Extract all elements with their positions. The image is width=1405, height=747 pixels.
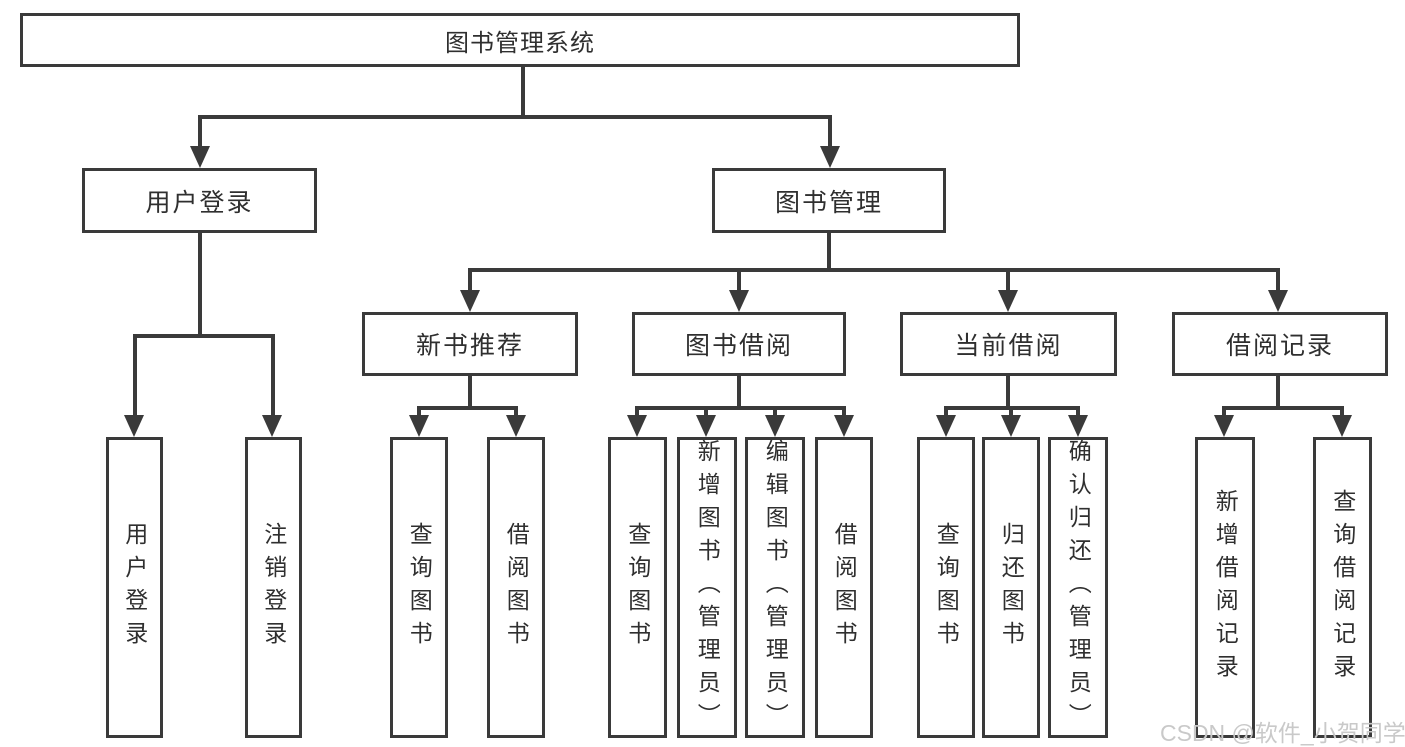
connector-borrow-stem <box>737 376 741 408</box>
connector-leaf-shaft <box>635 406 639 417</box>
node-label: 图书借阅 <box>684 332 793 360</box>
node-book-management: 图书管理 <box>712 168 946 233</box>
arrow-to-borrow-query-books <box>627 415 647 437</box>
connector-borrow-rail <box>635 406 846 410</box>
arrow-to-leaf-logout <box>262 415 282 437</box>
node-borrowing-records: 借阅记录 <box>1172 312 1388 376</box>
connector-user-login-stem <box>198 233 202 336</box>
connector-leaf-shaft <box>514 406 518 417</box>
arrow-to-leaf-user-login <box>124 415 144 437</box>
leaf-label: 编辑图书（管理员） <box>762 439 789 736</box>
arrow-to-borrowing-records <box>1268 290 1288 312</box>
leaf-records-query-borrow-record: 查询借阅记录 <box>1313 437 1372 738</box>
connector-level3-rail <box>468 268 1280 272</box>
node-label: 借阅记录 <box>1225 332 1334 360</box>
connector-book-management-stem <box>827 233 831 270</box>
leaf-current-return-books: 归还图书 <box>982 437 1040 738</box>
node-label: 新书推荐 <box>415 332 524 360</box>
leaf-label: 用户登录 <box>121 521 148 654</box>
connector-leaf-shaft <box>133 334 137 415</box>
arrow-to-current-query-books <box>936 415 956 437</box>
connector-level3-shaft <box>468 268 472 292</box>
leaf-recommend-query-books: 查询图书 <box>390 437 448 738</box>
connector-level3-shaft <box>1006 268 1010 292</box>
connector-leaf-shaft <box>417 406 421 417</box>
node-label: 图书管理 <box>774 188 883 217</box>
arrow-to-new-book-recommendation <box>460 290 480 312</box>
arrow-to-current-confirm-return <box>1068 415 1088 437</box>
arrow-to-borrow-borrow-books <box>834 415 854 437</box>
connector-user-leaves-rail <box>133 334 274 338</box>
leaf-borrow-borrow-books: 借阅图书 <box>815 437 873 738</box>
arrow-to-recommend-borrow-books <box>506 415 526 437</box>
node-user-login: 用户登录 <box>82 168 317 233</box>
arrow-to-records-add-record <box>1214 415 1234 437</box>
connector-leaf-shaft <box>842 406 846 417</box>
leaf-label: 查询图书 <box>933 521 960 654</box>
node-book-borrowing: 图书借阅 <box>632 312 846 376</box>
arrow-to-current-return-books <box>1001 415 1021 437</box>
leaf-label: 确认归还（管理员） <box>1065 439 1092 736</box>
connector-leaf-shaft <box>944 406 948 417</box>
leaf-label: 查询图书 <box>624 521 651 654</box>
leaf-label: 借阅图书 <box>503 521 530 654</box>
connector-records-rail <box>1222 406 1344 410</box>
connector-current-stem <box>1006 376 1010 408</box>
connector-root-stem <box>521 67 525 119</box>
arrow-to-borrow-edit-books <box>765 415 785 437</box>
connector-book-management-shaft <box>828 115 832 146</box>
leaf-borrow-edit-books-admin: 编辑图书（管理员） <box>745 437 805 738</box>
node-current-borrowing: 当前借阅 <box>900 312 1117 376</box>
connector-level3-shaft <box>1276 268 1280 292</box>
leaf-label: 查询借阅记录 <box>1329 488 1356 687</box>
node-label: 当前借阅 <box>954 332 1063 360</box>
node-label: 用户登录 <box>145 188 254 217</box>
connector-leaf-shaft <box>704 406 708 417</box>
node-new-book-recommendation: 新书推荐 <box>362 312 578 376</box>
leaf-label: 借阅图书 <box>831 521 858 654</box>
leaf-borrow-add-books-admin: 新增图书（管理员） <box>677 437 737 738</box>
leaf-recommend-borrow-books: 借阅图书 <box>487 437 545 738</box>
arrow-to-book-borrowing <box>729 290 749 312</box>
connector-recommend-rail <box>417 406 518 410</box>
arrow-to-current-borrowing <box>998 290 1018 312</box>
arrow-to-records-query-record <box>1332 415 1352 437</box>
connector-level2-rail <box>198 115 832 119</box>
connector-leaf-shaft <box>1340 406 1344 417</box>
connector-leaf-shaft <box>773 406 777 417</box>
arrow-to-borrow-add-books <box>696 415 716 437</box>
leaf-label: 归还图书 <box>998 521 1025 654</box>
arrow-to-recommend-query-books <box>409 415 429 437</box>
leaf-logout: 注销登录 <box>245 437 302 738</box>
leaf-records-add-borrow-record: 新增借阅记录 <box>1195 437 1255 738</box>
leaf-borrow-query-books: 查询图书 <box>608 437 667 738</box>
connector-records-stem <box>1276 376 1280 408</box>
leaf-label: 新增图书（管理员） <box>694 439 721 736</box>
leaf-label: 新增借阅记录 <box>1212 488 1239 687</box>
leaf-current-confirm-return-admin: 确认归还（管理员） <box>1048 437 1108 738</box>
csdn-watermark: CSDN @软件_小贺同学 <box>1160 720 1405 746</box>
leaf-current-query-books: 查询图书 <box>917 437 975 738</box>
node-label: 图书管理系统 <box>445 29 595 57</box>
connector-level3-shaft <box>737 268 741 292</box>
connector-recommend-stem <box>468 376 472 408</box>
arrow-to-user-login <box>190 146 210 168</box>
connector-leaf-shaft <box>1076 406 1080 417</box>
connector-leaf-shaft <box>1009 406 1013 417</box>
node-library-management-system: 图书管理系统 <box>20 13 1020 67</box>
leaf-label: 查询图书 <box>406 521 433 654</box>
leaf-user-login: 用户登录 <box>106 437 163 738</box>
connector-leaf-shaft <box>271 334 275 415</box>
connector-leaf-shaft <box>1222 406 1226 417</box>
arrow-to-book-management <box>820 146 840 168</box>
leaf-label: 注销登录 <box>260 521 287 654</box>
connector-user-login-shaft <box>198 115 202 146</box>
